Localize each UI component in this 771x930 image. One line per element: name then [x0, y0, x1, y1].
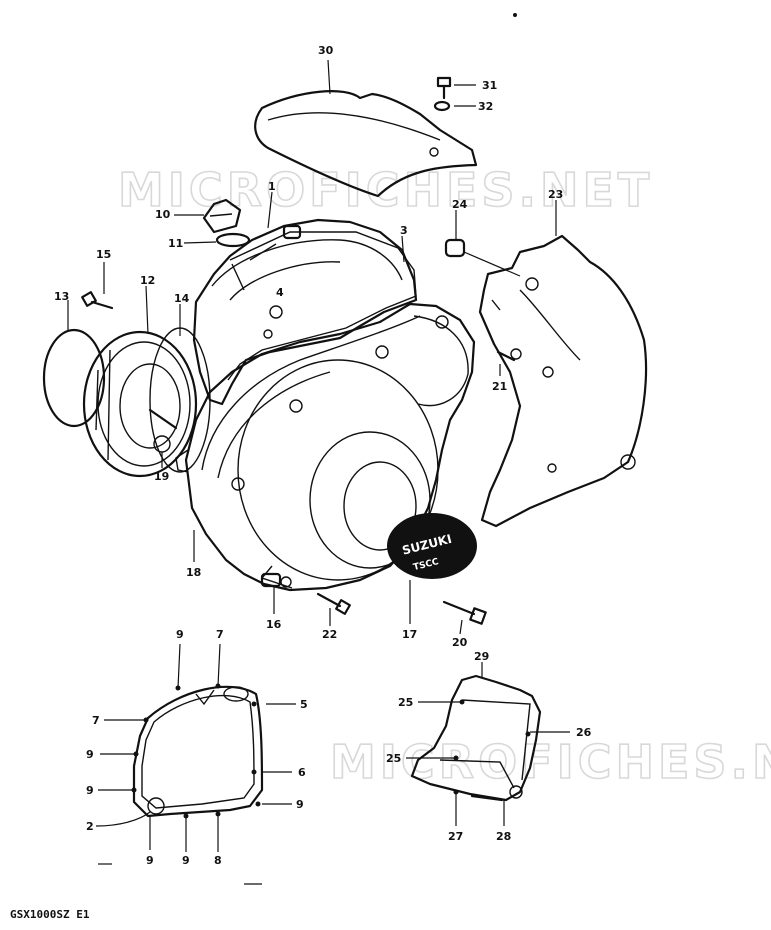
part-22-bolt	[316, 592, 351, 615]
label-part-27: 27	[448, 830, 463, 843]
part-15-bolt	[81, 291, 114, 310]
speck	[513, 13, 517, 17]
leader-lines	[67, 59, 570, 885]
part-24-dowel	[444, 238, 466, 258]
label-part-13: 13	[54, 290, 69, 303]
label-part-9d: 9	[296, 798, 304, 811]
label-part-24: 24	[452, 198, 468, 211]
label-part-10: 10	[155, 208, 171, 221]
label-part-2: 2	[86, 820, 94, 833]
part-16-dowel	[260, 572, 282, 588]
part-29-small-cover	[410, 674, 542, 802]
part-17-emblem: SUZUKI TSCC	[387, 513, 477, 579]
part-23-right-cover	[463, 234, 648, 528]
label-part-18: 18	[186, 566, 201, 579]
model-code: GSX1000SZ E1	[10, 908, 90, 921]
label-part-22: 22	[322, 628, 337, 641]
label-part-32: 32	[478, 100, 493, 113]
part-30-cover-plate	[254, 90, 478, 198]
label-part-9e: 9	[146, 854, 154, 867]
label-part-21: 21	[492, 380, 507, 393]
label-part-17: 17	[402, 628, 417, 641]
label-part-9a: 9	[176, 628, 184, 641]
label-part-7a: 7	[216, 628, 224, 641]
label-part-14: 14	[174, 292, 190, 305]
label-part-25b: 25	[386, 752, 401, 765]
label-part-31: 31	[482, 79, 497, 92]
part-11-o-ring	[215, 232, 251, 248]
label-part-11: 11	[168, 237, 183, 250]
part-20-bolt	[442, 600, 487, 625]
label-part-6: 6	[298, 766, 306, 779]
label-part-9c: 9	[86, 784, 94, 797]
label-part-8: 8	[214, 854, 222, 867]
label-part-15: 15	[96, 248, 111, 261]
label-part-1: 1	[268, 180, 276, 193]
part-21-bolt	[496, 350, 516, 362]
label-part-28: 28	[496, 830, 511, 843]
label-part-16: 16	[266, 618, 282, 631]
label-part-26: 26	[576, 726, 592, 739]
part-3-gasket	[227, 231, 417, 381]
label-part-29: 29	[474, 650, 489, 663]
watermark-bottom: MICROFICHES.NET	[330, 735, 771, 789]
label-part-30: 30	[318, 44, 334, 57]
label-part-25a: 25	[398, 696, 413, 709]
label-part-9b: 9	[86, 748, 94, 761]
part-labels: 30 31 32 1 10 11 3 24 23 15 12 13 14 4 2…	[54, 44, 592, 867]
part-10-filler-cap	[202, 198, 242, 234]
label-part-5: 5	[300, 698, 308, 711]
label-part-19: 19	[154, 470, 169, 483]
label-part-7b: 7	[92, 714, 100, 727]
label-part-23: 23	[548, 188, 563, 201]
part-13-disc	[42, 328, 106, 428]
label-part-3: 3	[400, 224, 408, 237]
part-31-bolt	[436, 76, 452, 100]
label-part-20: 20	[452, 636, 468, 649]
part-18-front-cover	[175, 302, 476, 592]
part-12-stator-cover	[82, 330, 198, 478]
part-1-cover-body	[192, 218, 418, 406]
label-part-4: 4	[276, 286, 284, 299]
label-part-9f: 9	[182, 854, 190, 867]
part-2-gasket-cover	[131, 683, 264, 819]
label-part-12: 12	[140, 274, 155, 287]
part-32-washer	[433, 100, 451, 112]
